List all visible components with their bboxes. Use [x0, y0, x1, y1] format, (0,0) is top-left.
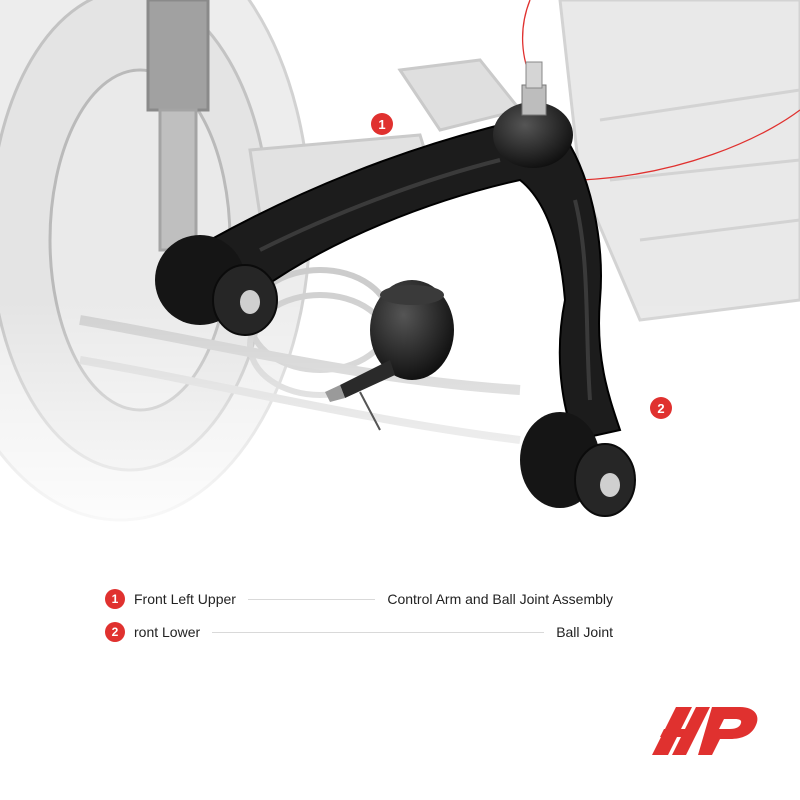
callout-badge-2: 2 — [650, 397, 672, 419]
brand-logo — [652, 707, 758, 755]
product-scene-illustration — [0, 0, 800, 560]
legend-number-badge: 1 — [105, 589, 125, 609]
brand-logo-mark — [652, 707, 758, 755]
legend-number-badge: 2 — [105, 622, 125, 642]
legend-row: 2 ront Lower Ball Joint — [105, 621, 613, 643]
legend-part-name: Ball Joint — [556, 624, 613, 640]
legend-part-name: Control Arm and Ball Joint Assembly — [387, 591, 613, 607]
legend-row: 1 Front Left Upper Control Arm and Ball … — [105, 588, 613, 610]
legend-part-position: Front Left Upper — [134, 591, 236, 607]
lower-ball-joint — [325, 280, 454, 431]
callout-badge-1: 1 — [371, 113, 393, 135]
legend-divider-line — [212, 631, 545, 633]
upper-control-arm — [155, 61, 636, 517]
legend-part-position: ront Lower — [134, 624, 201, 640]
legend-divider-line — [247, 598, 376, 600]
